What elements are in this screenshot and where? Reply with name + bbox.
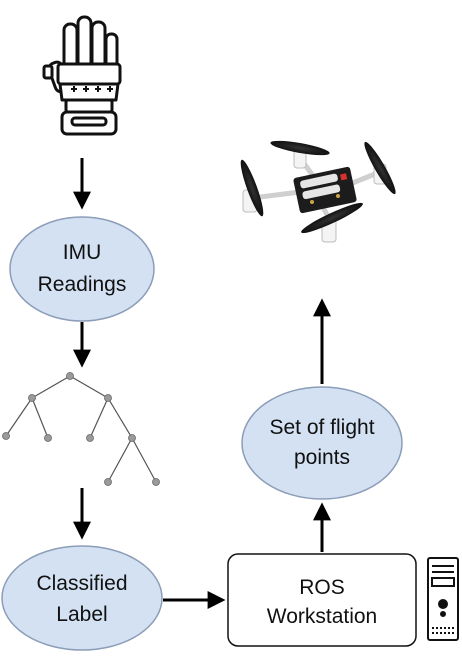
flight-label-line1: Set of flight bbox=[269, 416, 374, 439]
flight-label-line2: points bbox=[294, 446, 350, 469]
decision-tree-icon bbox=[2, 372, 160, 486]
glove-sensor-marks bbox=[71, 86, 113, 92]
computer-tower-icon bbox=[427, 557, 459, 641]
classified-label-node: Classified Label bbox=[1, 545, 163, 651]
glove-icon bbox=[42, 15, 122, 136]
ros-label-line1: ROS bbox=[299, 576, 345, 599]
imu-label-line2: Readings bbox=[38, 273, 127, 296]
imu-label-line1: IMU bbox=[63, 241, 102, 264]
ros-workstation-node: ROS Workstation bbox=[227, 553, 417, 647]
classified-label-line2: Label bbox=[56, 603, 107, 626]
flight-points-node: Set of flight points bbox=[241, 386, 403, 500]
drone-icon bbox=[240, 140, 396, 243]
ros-label-line2: Workstation bbox=[267, 605, 378, 628]
classified-label-line1: Classified bbox=[36, 572, 127, 595]
imu-readings-node: IMU Readings bbox=[9, 216, 155, 322]
